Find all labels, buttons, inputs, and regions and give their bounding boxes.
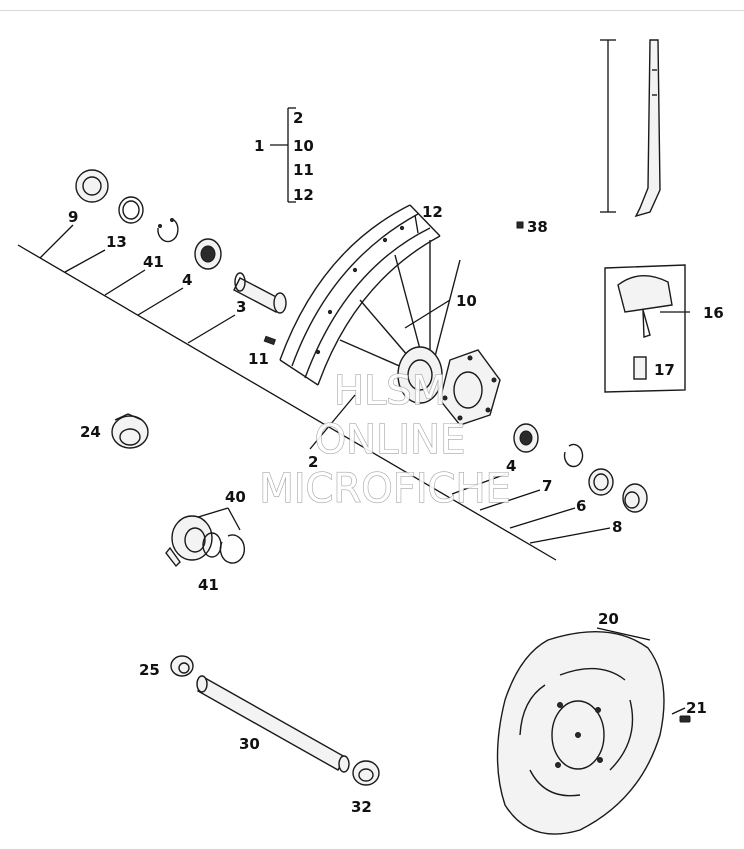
callout-41-top: 41 (143, 253, 164, 271)
part-24 (111, 413, 149, 449)
part-axle-30 (196, 675, 350, 773)
callout-4-right: 4 (506, 457, 516, 475)
valve-stem (600, 39, 661, 218)
callout-41-bottom: 41 (198, 576, 219, 594)
wheel-hub (397, 346, 501, 426)
callout-4-top: 4 (182, 271, 192, 289)
callout-labels: 1 2 10 11 12 9 13 41 4 3 11 12 10 38 16 … (68, 109, 724, 816)
callout-10-spoke: 10 (456, 292, 477, 310)
part-spacer-8 (622, 483, 648, 513)
callout-25: 25 (139, 661, 160, 679)
part-nipple-11 (263, 335, 277, 346)
callout-7: 7 (542, 477, 552, 495)
callout-8: 8 (612, 518, 622, 536)
top-divider (0, 10, 744, 11)
callout-11-nipple: 11 (248, 350, 269, 368)
part-circlip-41 (157, 218, 179, 243)
watermark: HLSM ONLINE MICROFICHE (259, 367, 512, 512)
callout-12-rim: 12 (422, 203, 443, 221)
part-brake-disc-20 (496, 631, 665, 835)
callout-16: 16 (703, 304, 724, 322)
part-38 (516, 221, 524, 229)
callout-32: 32 (351, 798, 372, 816)
assembly-bracket (270, 107, 296, 203)
callout-3: 3 (236, 298, 246, 316)
callout-38: 38 (527, 218, 548, 236)
part-speedo-drive-40 (165, 515, 222, 568)
part-seal-6 (588, 468, 614, 496)
part-spacer-tube-3 (233, 272, 287, 314)
part-circlip-7 (563, 443, 584, 468)
callout-40: 40 (225, 488, 246, 506)
part-16-box (604, 264, 686, 393)
callout-12: 12 (293, 186, 314, 204)
callout-17: 17 (654, 361, 675, 379)
callout-21: 21 (686, 699, 707, 717)
callout-20: 20 (598, 610, 619, 628)
callout-11: 11 (293, 161, 314, 179)
callout-30: 30 (239, 735, 260, 753)
callout-10: 10 (293, 137, 314, 155)
part-circlip-41b (219, 534, 246, 564)
part-seal-9 (75, 169, 109, 203)
callout-24: 24 (80, 423, 101, 441)
part-bolt-21 (679, 715, 691, 723)
part-bearing-4 (194, 238, 222, 270)
watermark-line-3: MICROFICHE (259, 466, 511, 512)
callout-1: 1 (254, 137, 264, 155)
callout-2-hub: 2 (308, 453, 318, 471)
part-spacer-13 (118, 196, 144, 224)
part-nut-25 (170, 655, 194, 677)
callout-2: 2 (293, 109, 303, 127)
leader-lines (17, 214, 690, 715)
watermark-line-2: ONLINE (315, 417, 466, 463)
part-nut-32 (352, 760, 380, 786)
callout-13: 13 (106, 233, 127, 251)
part-bearing-4b (513, 423, 539, 453)
wheel-rim (279, 204, 441, 386)
watermark-line-1: HLSM (334, 368, 446, 414)
callout-6: 6 (576, 497, 586, 515)
callout-9: 9 (68, 208, 78, 226)
